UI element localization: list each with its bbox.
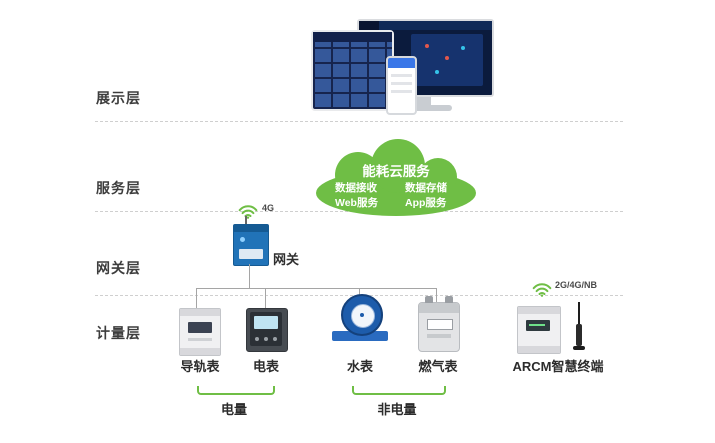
- connector-drop-gas-meter: [436, 288, 437, 310]
- cloud-service-item: 数据存储: [405, 182, 447, 194]
- terminal-network-label: 2G/4G/NB: [555, 280, 598, 290]
- map-marker: [425, 44, 429, 48]
- layer-separator-line: [95, 121, 623, 122]
- antenna-icon: [578, 302, 580, 324]
- cloud-service-item: 数据接收: [335, 182, 377, 194]
- power-meter-button: [264, 337, 268, 341]
- rail-meter-terminals: [180, 348, 220, 355]
- water-meter-pipe: [332, 331, 388, 341]
- gas-meter-counter: [427, 319, 453, 330]
- cloud-service-item: App服务: [405, 197, 447, 209]
- gas-meter-pipe: [445, 296, 453, 304]
- cloud-service: 能耗云服务 数据接收 Web服务 数据存储 App服务: [312, 139, 480, 217]
- connector-gateway-drop: [249, 264, 250, 288]
- arcm-terminals: [518, 307, 560, 314]
- gateway-label-plate: [239, 249, 263, 259]
- gateway-antenna-icon: [245, 216, 247, 225]
- connector-bus: [196, 288, 437, 289]
- power-meter-button: [255, 337, 259, 341]
- phone-device: [386, 56, 417, 115]
- gas-meter-device: [418, 296, 460, 352]
- map-marker: [435, 70, 439, 74]
- gas-meter-top: [419, 303, 459, 313]
- cloud-services-right: 数据存储 App服务: [405, 181, 447, 211]
- bracket-nonelectric-group: [352, 386, 446, 395]
- map-marker: [461, 46, 465, 50]
- layer-label-service: 服务层: [96, 180, 141, 196]
- power-meter-button: [273, 337, 277, 341]
- cloud-shape-icon: [316, 139, 476, 216]
- cloud-title: 能耗云服务: [362, 164, 430, 179]
- tablet-header: [313, 32, 392, 42]
- monitor-stand-base: [396, 105, 452, 111]
- dashboard-map: [411, 34, 483, 86]
- power-meter-lcd: [254, 316, 278, 329]
- meter-label-power: 电表: [252, 359, 279, 374]
- map-marker: [445, 56, 449, 60]
- rail-meter-screen: [188, 322, 212, 333]
- gateway-device: [233, 224, 269, 266]
- group-label-nonelectric: 非电量: [377, 402, 417, 417]
- antenna-icon: [573, 346, 585, 350]
- layer-label-metering: 计量层: [96, 325, 141, 341]
- phone-header: [388, 58, 415, 68]
- connector-drop-rail-meter: [196, 288, 197, 310]
- dashboard-header: [379, 21, 492, 30]
- gas-meter-detail: [427, 334, 451, 338]
- gateway-network-label: 4G: [262, 203, 275, 213]
- cloud-service-item: Web服务: [335, 197, 378, 209]
- layer-label-display: 展示层: [96, 90, 141, 106]
- meter-label-gas: 燃气表: [418, 359, 458, 374]
- rail-meter-detail: [188, 338, 212, 341]
- phone-content-line: [391, 90, 412, 93]
- arcm-screen-text: [529, 324, 545, 326]
- arcm-terminal-device: [517, 306, 561, 354]
- phone-content-line: [391, 82, 412, 85]
- meter-label-rail: 导轨表: [180, 359, 220, 374]
- water-meter-dial-pin: [360, 313, 364, 317]
- gateway-led: [240, 237, 245, 242]
- bracket-electric-group: [197, 386, 275, 395]
- cloud-services-left: 数据接收 Web服务: [335, 181, 378, 211]
- rail-meter-device: [179, 308, 221, 356]
- gateway-label: 网关: [273, 252, 300, 267]
- antenna-icon: [576, 324, 582, 346]
- meter-label-water: 水表: [346, 359, 373, 374]
- tablet-device: [311, 30, 394, 111]
- gas-meter-pipe: [425, 296, 433, 304]
- terminal-label: ARCM智慧终端: [512, 359, 604, 374]
- phone-content-line: [391, 74, 412, 77]
- water-meter-device: [341, 294, 383, 336]
- gateway-top-band: [234, 225, 268, 232]
- rail-meter-terminals: [180, 309, 220, 316]
- wifi-icon: [532, 283, 552, 297]
- connector-drop-power-meter: [265, 288, 266, 310]
- layer-label-gateway: 网关层: [96, 260, 141, 276]
- group-label-electric: 电量: [220, 402, 247, 417]
- wifi-icon: [238, 205, 258, 219]
- arcm-terminals: [518, 346, 560, 353]
- power-meter-device: [246, 308, 288, 352]
